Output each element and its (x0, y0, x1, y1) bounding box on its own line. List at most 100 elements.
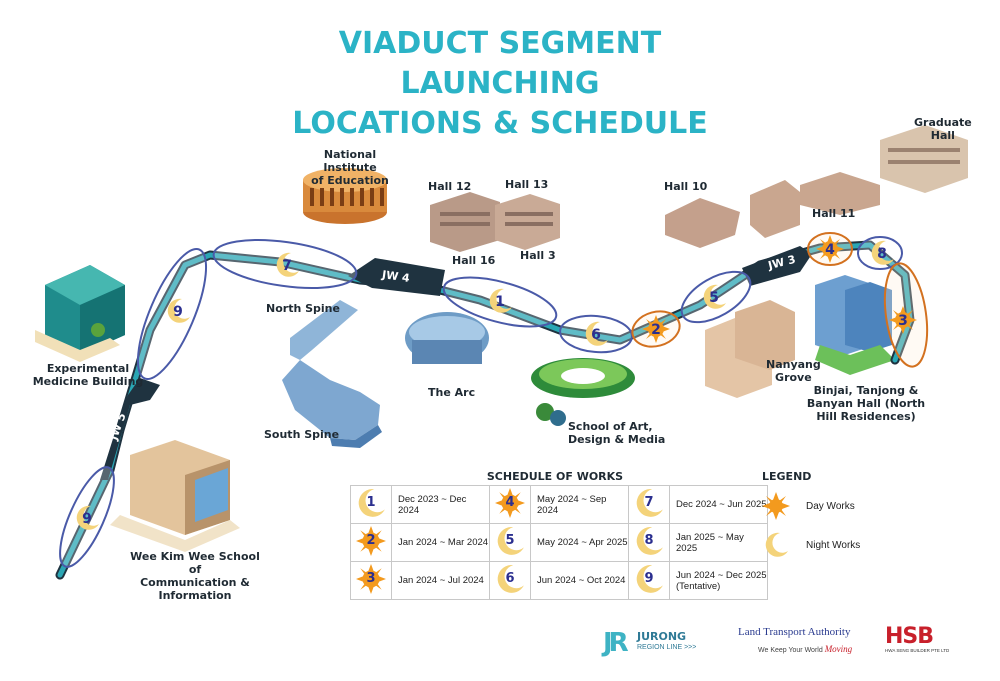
schedule-icon-cell: 8 (628, 523, 670, 562)
segment-number-4: 4 (825, 242, 835, 258)
lta-tag-moving: Moving (824, 644, 853, 654)
moon-icon (276, 252, 299, 277)
building-nie (303, 168, 387, 224)
schedule-dates: Jan 2024 ~ Mar 2024 (391, 523, 490, 562)
segment-number-1: 1 (495, 294, 505, 310)
schedule-badge-8: 8 (635, 526, 663, 555)
segment-outline-1 (442, 276, 558, 328)
title-line-1: VIADUCT SEGMENT LAUNCHING (338, 26, 662, 101)
building-hall-12-13-16-3 (430, 192, 560, 252)
schedule-dates: Jan 2025 ~ May 2025 (669, 523, 768, 562)
place-label-wkw: Wee Kim Wee School of Communication & In… (130, 550, 260, 602)
sun-icon (642, 315, 670, 343)
schedule-dates: Jun 2024 ~ Oct 2024 (530, 561, 629, 600)
moon-icon (497, 526, 524, 555)
schedule-row: 3 Jan 2024 ~ Jul 2024 6 Jun 2024 ~ Oct 2024… (350, 561, 768, 600)
moon-icon (636, 564, 663, 593)
schedule-number: 3 (366, 571, 376, 586)
sun-icon (495, 488, 525, 518)
legend-title: LEGEND (762, 470, 812, 483)
place-label-south-spine: South Spine (264, 428, 340, 441)
schedule-badge-1: 1 (357, 488, 385, 517)
moon-icon (703, 284, 726, 309)
schedule-icon-cell: 1 (350, 485, 392, 524)
schedule-number: 9 (644, 571, 654, 586)
schedule-badge-7: 7 (635, 488, 663, 517)
sun-icon (762, 492, 790, 520)
sun-icon (356, 526, 386, 556)
schedule-icon-cell: 2 (350, 523, 392, 562)
legend-night-label: Night Works (806, 539, 861, 551)
building-experimental-medicine (35, 265, 125, 362)
segment-outline-5 (680, 270, 752, 324)
moon-icon (76, 505, 99, 530)
moon-icon (167, 298, 190, 323)
sun-icon (356, 564, 386, 594)
place-label-north-spine: North Spine (266, 302, 340, 315)
building-the-arc (405, 312, 489, 364)
hsb-logo-name: HSB (885, 624, 934, 649)
jrl-logo-sub: REGION LINE >>> (637, 644, 697, 651)
schedule-icon-cell: 6 (489, 561, 531, 600)
schedule-icon-cell: 5 (489, 523, 531, 562)
schedule-badge-6: 6 (496, 564, 524, 593)
legend-night-works: Night Works (762, 531, 860, 559)
schedule-number: 6 (505, 571, 515, 586)
segment-outline-6 (559, 314, 633, 354)
schedule-number: 5 (505, 533, 515, 548)
legend-day-label: Day Works (806, 500, 855, 512)
lta-logo: Land Transport Authority We Keep Your Wo… (738, 626, 858, 660)
moon-icon (489, 288, 512, 313)
schedule-dates: Jun 2024 ~ Dec 2025 (Tentative) (669, 561, 768, 600)
place-label-hall10: Hall 10 (664, 180, 708, 193)
moon-icon (765, 532, 788, 557)
segment-number-8: 8 (877, 246, 887, 262)
lta-logo-name: Land Transport Authority (738, 626, 851, 638)
building-north-spine (282, 300, 382, 448)
building-graduate-hall (880, 125, 968, 193)
schedule-icon-cell: 7 (628, 485, 670, 524)
building-wkw (110, 440, 240, 552)
schedule-number: 2 (366, 533, 376, 548)
building-adm (531, 358, 635, 426)
schedule-dates: Jan 2024 ~ Jul 2024 (391, 561, 490, 600)
place-label-adm: School of Art, Design & Media (568, 420, 666, 446)
schedule-badge-3: 3 (356, 564, 386, 594)
schedule-badge-9: 9 (635, 564, 663, 593)
segment-number-5: 5 (709, 290, 719, 306)
hsb-logo-sub: HWA SENG BUILDER PTE LTD (885, 648, 950, 653)
place-label-nie: National Institute of Education (311, 148, 389, 187)
segment-number-9: 9 (173, 304, 183, 320)
segment-number-2: 2 (651, 322, 661, 338)
lta-logo-tagline: We Keep Your World Moving (758, 644, 852, 654)
schedule-icon-cell: 4 (489, 485, 531, 524)
segment-number-3: 3 (898, 313, 908, 329)
schedule-number: 4 (505, 495, 515, 510)
hsb-logo: HSB HWA SENG BUILDER PTE LTD (885, 624, 955, 658)
segment-number-7: 7 (282, 258, 292, 274)
place-label-binjai-tanjong-banyan: Binjai, Tanjong & Banyan Hall (North Hil… (806, 384, 926, 423)
schedule-dates: Dec 2024 ~ Jun 2025 (669, 485, 768, 524)
place-label-the-arc: The Arc (428, 386, 476, 399)
schedule-dates: May 2024 ~ Sep 2024 (530, 485, 629, 524)
moon-icon (497, 564, 524, 593)
place-label-graduate-hall: Graduate Hall (914, 116, 972, 142)
building-north-hill (815, 275, 895, 375)
building-hall-10-11 (665, 172, 880, 248)
sun-icon (816, 235, 844, 263)
sun-icon (889, 306, 917, 334)
segment-number-6: 6 (591, 327, 601, 343)
moon-icon (636, 526, 663, 555)
schedule-title: SCHEDULE OF WORKS (486, 470, 624, 483)
schedule-badge-5: 5 (496, 526, 524, 555)
junction-jw3-block (742, 246, 812, 286)
segment-outline-7 (212, 239, 358, 289)
legend-day-works: Day Works (762, 492, 855, 520)
schedule-badge-2: 2 (356, 526, 386, 556)
moon-icon (358, 488, 385, 517)
